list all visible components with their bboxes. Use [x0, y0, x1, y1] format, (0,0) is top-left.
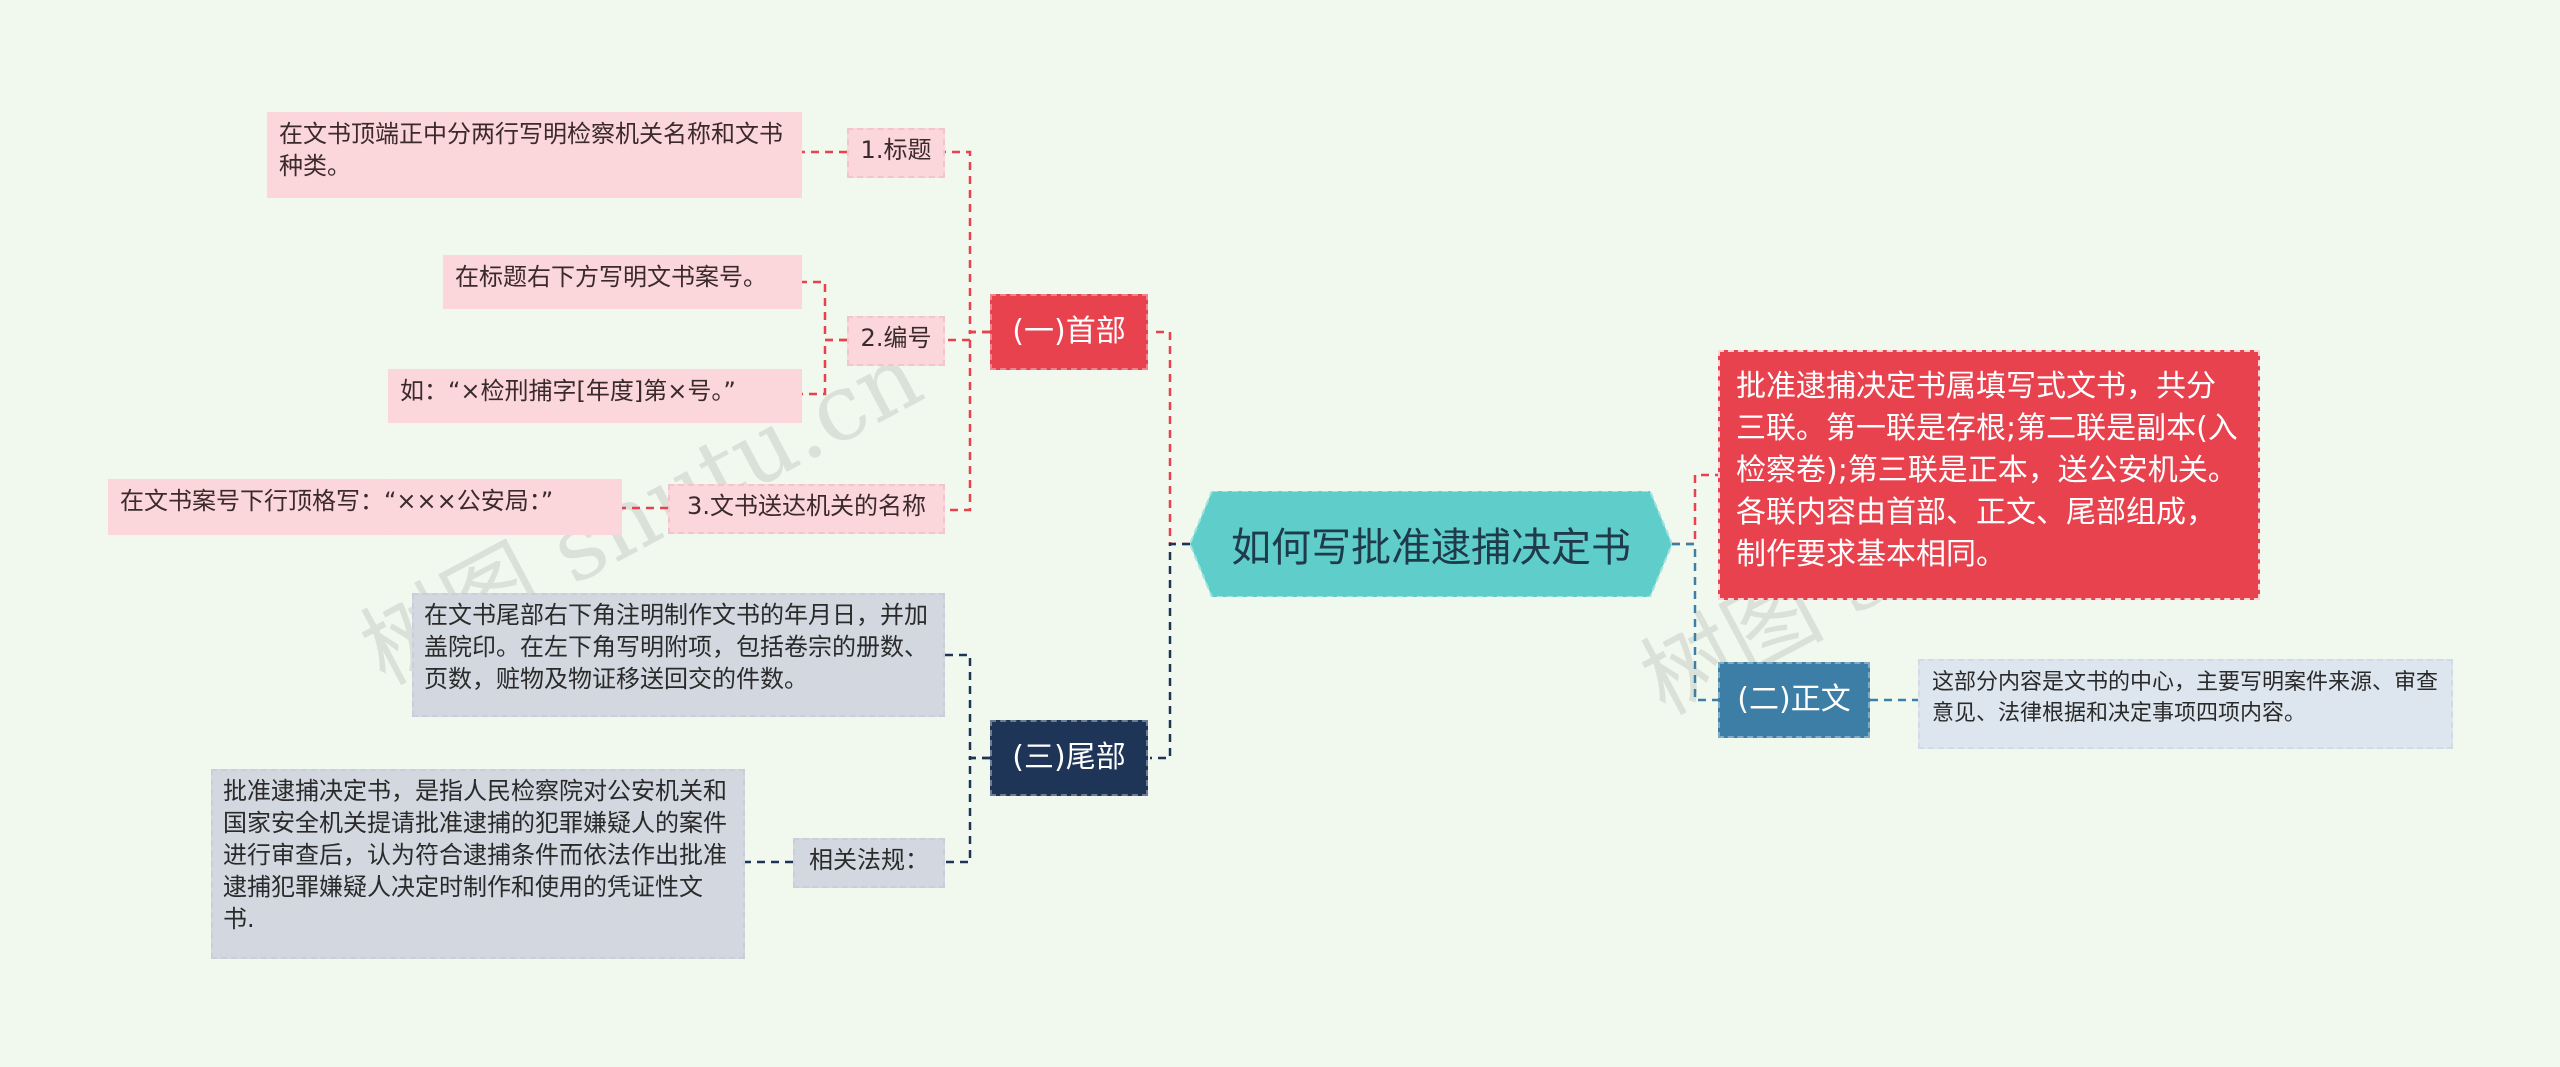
recipient-label[interactable]: 3.文书送达机关的名称	[668, 484, 945, 534]
central-title: 如何写批准逮捕决定书	[1231, 525, 1631, 571]
body-desc[interactable]: 这部分内容是文书的中心，主要写明案件来源、审查意见、法律根据和决定事项四项内容。	[1918, 659, 2453, 749]
branch-body[interactable]: (二)正文	[1718, 662, 1870, 738]
summary-text: 批准逮捕决定书属填写式文书，共分三联。第一联是存根;第二联是副本(入检察卷);第…	[1736, 369, 2238, 572]
number-desc-1[interactable]: 在标题右下方写明文书案号。	[443, 255, 802, 309]
recipient-desc[interactable]: 在文书案号下行顶格写：“×××公安局：”	[108, 479, 622, 535]
regulation-desc[interactable]: 批准逮捕决定书，是指人民检察院对公安机关和国家安全机关提请批准逮捕的犯罪嫌疑人的…	[211, 769, 745, 959]
tail-desc-text: 在文书尾部右下角注明制作文书的年月日，并加盖院印。在左下角写明附项，包括卷宗的册…	[424, 601, 928, 693]
number-label[interactable]: 2.编号	[847, 316, 945, 366]
title-desc-text: 在文书顶端正中分两行写明检察机关名称和文书种类。	[279, 120, 783, 180]
branch-head-label: (一)首部	[1012, 314, 1126, 349]
branch-tail-label: (三)尾部	[1012, 740, 1126, 775]
title-label[interactable]: 1.标题	[847, 128, 945, 178]
branch-head[interactable]: (一)首部	[990, 294, 1148, 370]
number-desc-1-text: 在标题右下方写明文书案号。	[455, 263, 767, 291]
title-label-text: 1.标题	[860, 136, 932, 164]
recipient-label-text: 3.文书送达机关的名称	[687, 492, 926, 520]
central-hexagon-shape	[1190, 491, 1672, 597]
tail-desc[interactable]: 在文书尾部右下角注明制作文书的年月日，并加盖院印。在左下角写明附项，包括卷宗的册…	[412, 593, 945, 717]
number-label-text: 2.编号	[860, 324, 932, 352]
branch-tail[interactable]: (三)尾部	[990, 720, 1148, 796]
regulation-label-text: 相关法规：	[809, 846, 929, 874]
regulation-label[interactable]: 相关法规：	[793, 838, 945, 888]
regulation-desc-text: 批准逮捕决定书，是指人民检察院对公安机关和国家安全机关提请批准逮捕的犯罪嫌疑人的…	[223, 777, 727, 933]
number-desc-2[interactable]: 如：“×检刑捕字[年度]第×号。”	[388, 369, 802, 423]
recipient-desc-text: 在文书案号下行顶格写：“×××公安局：”	[120, 487, 554, 515]
title-desc[interactable]: 在文书顶端正中分两行写明检察机关名称和文书种类。	[267, 112, 802, 198]
branch-body-label: (二)正文	[1737, 682, 1851, 717]
central-topic[interactable]: 如何写批准逮捕决定书	[1190, 491, 1672, 597]
body-desc-text: 这部分内容是文书的中心，主要写明案件来源、审查意见、法律根据和决定事项四项内容。	[1932, 670, 2439, 726]
number-desc-2-text: 如：“×检刑捕字[年度]第×号。”	[400, 377, 736, 405]
summary-box[interactable]: 批准逮捕决定书属填写式文书，共分三联。第一联是存根;第二联是副本(入检察卷);第…	[1718, 350, 2260, 600]
